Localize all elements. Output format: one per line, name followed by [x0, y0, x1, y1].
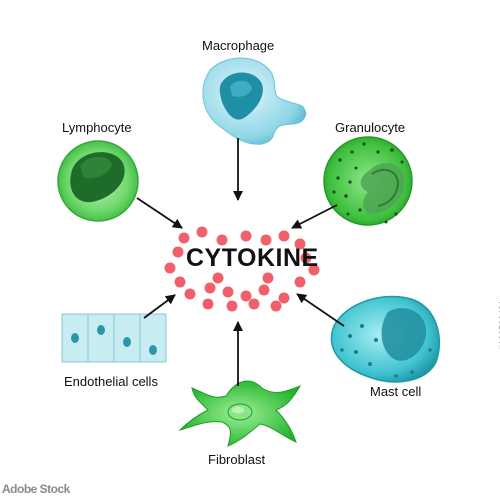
arrow-mast: [296, 293, 345, 327]
cytokine-dot: [212, 272, 224, 284]
cytokine-dot: [278, 292, 290, 304]
arrows-group: [136, 138, 345, 386]
cytokine-dot: [222, 286, 234, 298]
cytokine-dot: [202, 298, 214, 310]
cytokine-dots: [164, 226, 320, 312]
macrophage-cell-icon: [202, 57, 307, 145]
stock-logo: Adobe Stock: [2, 482, 70, 496]
cytokine-dot: [262, 272, 274, 284]
cytokine-dot: [174, 276, 186, 288]
label-mast-cell: Mast cell: [370, 384, 422, 399]
cytokine-dot: [294, 238, 306, 250]
cytokine-dot: [260, 234, 272, 246]
label-endothelial: Endothelial cells: [64, 374, 158, 389]
cytokine-dot: [300, 252, 312, 264]
cytokine-dot: [270, 300, 282, 312]
cytokine-dot: [204, 282, 216, 294]
cytokine-dot: [240, 230, 252, 242]
cytokine-dot: [258, 284, 270, 296]
cytokine-dot: [308, 264, 320, 276]
endothelial-cells-icon: [61, 313, 167, 363]
cytokine-dot: [178, 232, 190, 244]
label-lymphocyte: Lymphocyte: [62, 120, 132, 135]
cytokine-dot: [164, 262, 176, 274]
cytokine-dot: [278, 230, 290, 242]
cytokine-title: CYTOKINE: [186, 244, 319, 272]
cytokine-dot: [196, 226, 208, 238]
label-fibroblast: Fibroblast: [208, 452, 266, 467]
cytokine-dot: [216, 234, 228, 246]
cytokine-dot: [248, 298, 260, 310]
cytokine-dot: [184, 288, 196, 300]
cytokine-dot: [226, 300, 238, 312]
label-macrophage: Macrophage: [202, 38, 275, 53]
arrow-endothelial: [143, 294, 176, 319]
cytokine-dot: [294, 276, 306, 288]
granulocyte-cell-icon: [323, 136, 413, 226]
cytokine-dot: [240, 290, 252, 302]
lymphocyte-cell-icon: [57, 140, 139, 222]
fibroblast-cell-icon: [178, 380, 302, 447]
cytokine-dot: [172, 246, 184, 258]
label-granulocyte: Granulocyte: [335, 120, 406, 135]
arrow-granulocyte: [291, 204, 338, 229]
mast-cell-icon: [330, 295, 440, 383]
arrow-lymphocyte: [136, 197, 183, 229]
